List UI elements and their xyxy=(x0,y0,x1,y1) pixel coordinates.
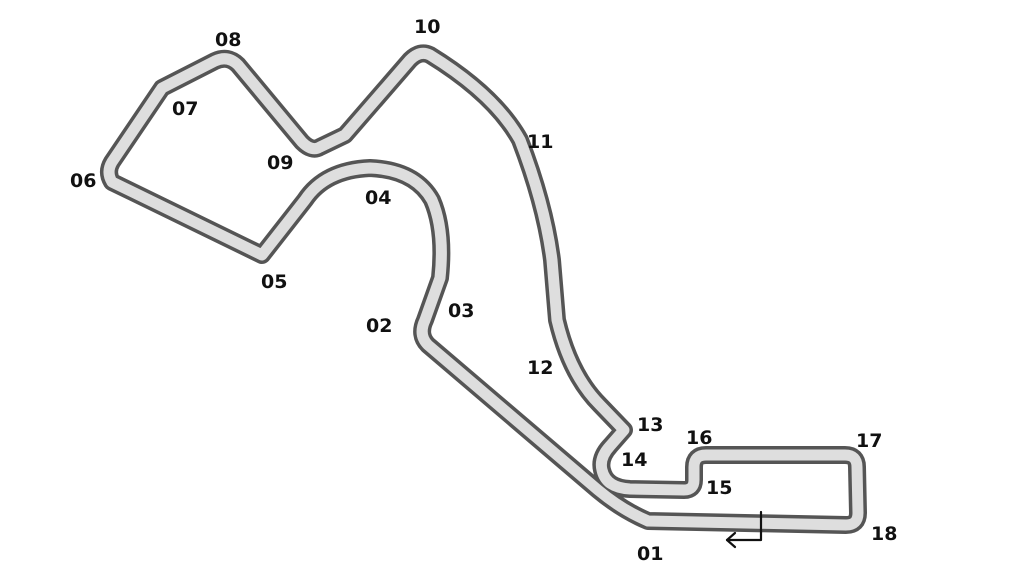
turn-label-01: 01 xyxy=(637,543,663,565)
turn-label-03: 03 xyxy=(448,300,474,322)
track-surface xyxy=(103,47,864,531)
turn-label-18: 18 xyxy=(871,523,897,545)
turn-label-14: 14 xyxy=(621,449,647,471)
turn-label-08: 08 xyxy=(215,29,241,51)
turn-label-05: 05 xyxy=(261,271,287,293)
track xyxy=(100,44,867,534)
turn-label-11: 11 xyxy=(527,131,553,153)
turn-label-04: 04 xyxy=(365,187,391,209)
turn-label-10: 10 xyxy=(414,16,440,38)
turn-label-12: 12 xyxy=(527,357,553,379)
turn-label-02: 02 xyxy=(366,315,392,337)
start-finish-arrow-icon xyxy=(725,510,763,549)
turn-label-09: 09 xyxy=(267,152,293,174)
turn-label-15: 15 xyxy=(706,477,732,499)
turn-label-13: 13 xyxy=(637,414,663,436)
turn-labels: 01 02 03 04 05 06 07 08 09 10 11 12 13 1… xyxy=(70,16,897,565)
turn-label-17: 17 xyxy=(856,430,882,452)
turn-label-16: 16 xyxy=(686,427,712,449)
turn-label-06: 06 xyxy=(70,170,96,192)
turn-label-07: 07 xyxy=(172,98,198,120)
